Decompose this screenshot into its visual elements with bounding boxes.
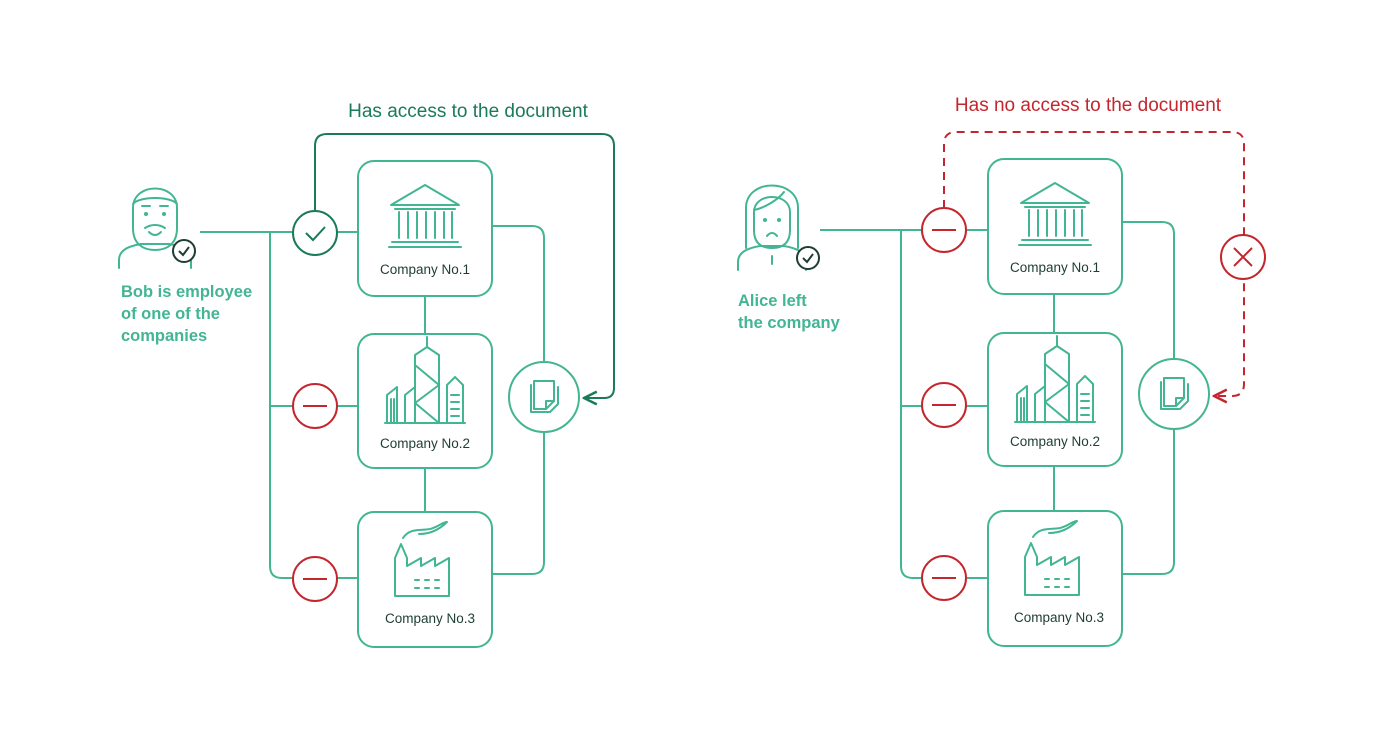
left-minus-marker-3 bbox=[292, 556, 338, 602]
alice-caption: Alice left the company bbox=[738, 292, 841, 332]
right-company-box-1: Company No.1 bbox=[987, 158, 1123, 295]
left-company-box-2: Company No.2 bbox=[357, 333, 493, 469]
svg-text:Company No.2: Company No.2 bbox=[380, 436, 470, 451]
bob-caption: Bob is employee of one of the companies bbox=[121, 283, 257, 345]
denied-heading: Has no access to the document bbox=[955, 95, 1222, 116]
denied-path-line bbox=[943, 131, 1245, 396]
svg-text:Company No.1: Company No.1 bbox=[1010, 260, 1100, 275]
svg-text:Company No.1: Company No.1 bbox=[380, 262, 470, 277]
right-document-node bbox=[1138, 358, 1210, 430]
access-heading: Has access to the document bbox=[348, 101, 588, 122]
person-alice-avatar bbox=[737, 184, 807, 271]
alice-verified-badge bbox=[796, 246, 820, 270]
x-mark-icon bbox=[1220, 234, 1266, 280]
right-minus-marker-2 bbox=[921, 382, 967, 428]
left-minus-marker-2 bbox=[292, 383, 338, 429]
right-company-box-3: Company No.3 bbox=[987, 510, 1123, 647]
bob-verified-badge bbox=[172, 239, 196, 263]
right-panel: Has no access to the document Alice left… bbox=[737, 95, 1266, 647]
left-company-box-1: Company No.1 bbox=[357, 160, 493, 297]
left-panel: Has access to the document Bob is employ… bbox=[118, 101, 615, 648]
right-company-box-2: Company No.2 bbox=[987, 332, 1123, 467]
left-company-box-3: Company No.3 bbox=[357, 511, 493, 648]
right-minus-marker-3 bbox=[921, 555, 967, 601]
svg-text:Company No.2: Company No.2 bbox=[1010, 434, 1100, 449]
svg-text:Company No.3: Company No.3 bbox=[385, 611, 475, 626]
access-path-line bbox=[314, 133, 615, 398]
svg-text:Company No.3: Company No.3 bbox=[1014, 610, 1104, 625]
right-minus-marker-1 bbox=[921, 207, 967, 253]
left-check-marker-1 bbox=[292, 210, 338, 256]
left-document-node bbox=[508, 361, 580, 433]
